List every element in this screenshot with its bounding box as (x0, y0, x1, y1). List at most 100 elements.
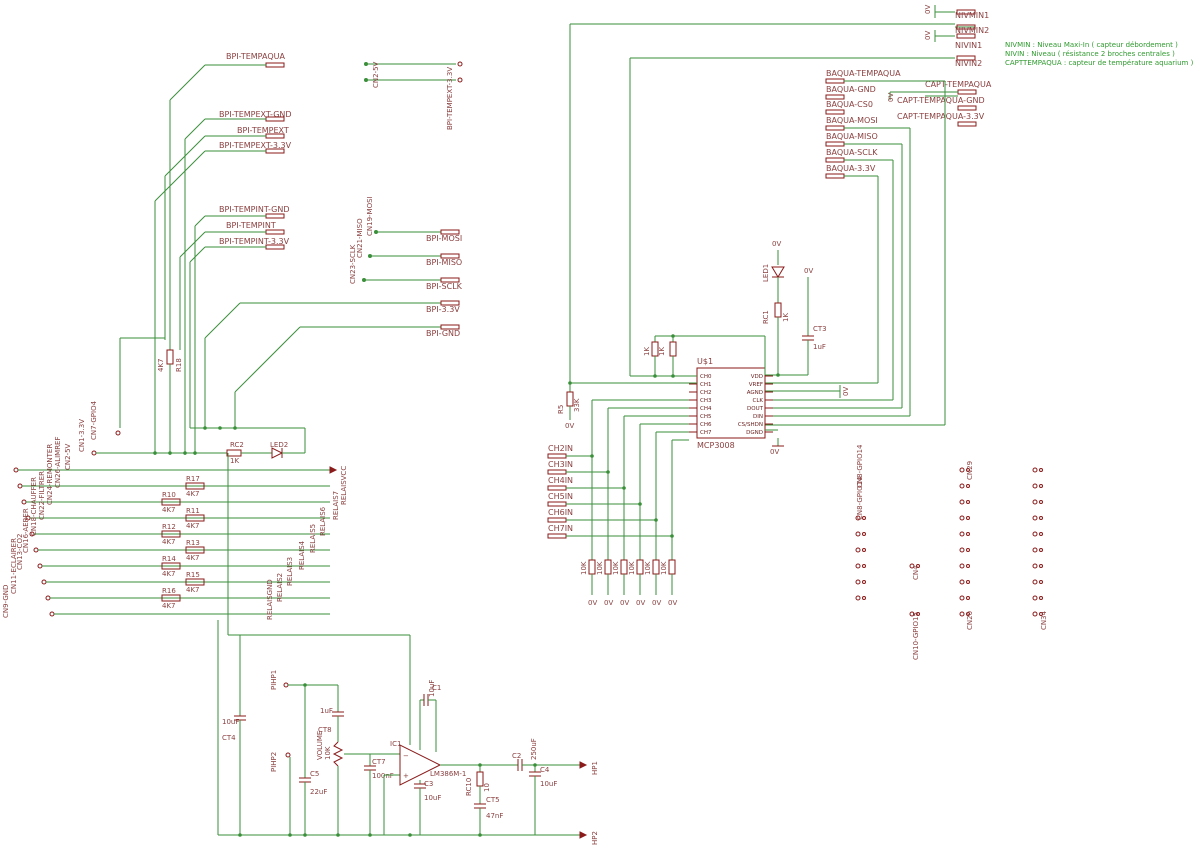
svg-text:10uF: 10uF (428, 680, 436, 697)
notes-block: NIVMIN : Niveau Maxi-In ( capteur débord… (1005, 41, 1194, 67)
svg-text:C2: C2 (512, 752, 521, 760)
svg-text:CN13-CO2: CN13-CO2 (16, 534, 24, 570)
svg-text:BPI-TEMPEXT-3.3V: BPI-TEMPEXT-3.3V (446, 67, 454, 130)
svg-text:CN21-MISO: CN21-MISO (356, 218, 364, 258)
adc-input-resistors: R5 33K 0V 1K 1K (557, 334, 766, 430)
net-baqua-gnd: BAQUA-GND (826, 85, 876, 94)
svg-text:1K: 1K (782, 313, 790, 322)
net-ch2in: CH2IN (548, 444, 573, 453)
svg-text:1K: 1K (658, 347, 666, 356)
adc-pin-ch3: CH3 (700, 398, 712, 404)
baqua-capt-labels: BAQUA-TEMPAQUA BAQUA-GND BAQUA-CS0 BAQUA… (825, 69, 992, 179)
led1-rc1-ct3: 0V LED1 RC1 1K 0V CT3 1uF 0V (762, 240, 827, 456)
svg-text:PIHP1: PIHP1 (270, 670, 278, 690)
svg-text:R5: R5 (557, 405, 565, 414)
net-bpi-tempext-33: BPI-TEMPEXT-3.3V (219, 141, 292, 150)
svg-text:CN8-GPIO14: CN8-GPIO14 (856, 476, 864, 520)
net-nivin1: NIVIN1 (955, 41, 982, 50)
gnd-label-2: 0V (924, 31, 932, 40)
svg-text:0V: 0V (620, 599, 629, 607)
adc-part: MCP3008 (697, 441, 735, 450)
svg-text:0V: 0V (636, 599, 645, 607)
svg-text:R13: R13 (186, 539, 200, 547)
svg-text:10K: 10K (660, 561, 668, 575)
svg-text:C5: C5 (310, 770, 319, 778)
svg-text:CN7-GPIO4: CN7-GPIO4 (90, 400, 98, 440)
svg-text:CN2-5V: CN2-5V (64, 443, 72, 470)
note-nivin: NIVIN : Niveau ( résistance 2 broches ce… (1005, 50, 1175, 58)
net-capt-tempaqua: CAPT-TEMPAQUA (925, 80, 992, 89)
svg-text:4K7: 4K7 (162, 602, 176, 610)
adc-pin-ch1: CH1 (700, 382, 711, 388)
svg-text:4K7: 4K7 (186, 522, 200, 530)
ch-inputs: CH2IN10K0VCH3IN10K0VCH4IN10K0VCH5IN10K0V… (547, 399, 689, 607)
svg-text:CN26-ALIMREF: CN26-ALIMREF (54, 436, 62, 488)
net-baqua-cs0: BAQUA-CS0 (826, 100, 873, 109)
svg-text:CT7: CT7 (372, 758, 386, 766)
svg-text:CT4: CT4 (222, 734, 236, 742)
net-bpi-tempext: BPI-TEMPEXT (237, 126, 289, 135)
adc-pin-vref: VREF (749, 382, 763, 388)
svg-text:CN18-CHAUFFER: CN18-CHAUFFER (30, 477, 38, 536)
svg-text:10K: 10K (324, 746, 332, 760)
svg-text:0V: 0V (772, 240, 781, 248)
svg-text:RELAIS7: RELAIS7 (332, 491, 340, 520)
svg-text:0V: 0V (668, 599, 677, 607)
spi-block: CN19-MOSI CN21-MISO CN23-SCLK BPI-MOSI B… (204, 196, 463, 428)
svg-text:CN10-GPIO15: CN10-GPIO15 (912, 612, 920, 660)
svg-text:10K: 10K (596, 561, 604, 575)
svg-text:10K: 10K (644, 561, 652, 575)
svg-text:R16: R16 (162, 587, 176, 595)
svg-text:0V: 0V (652, 599, 661, 607)
adc-bus-wires: 0V (765, 80, 946, 426)
adc-pin-agnd: AGND (747, 390, 763, 396)
svg-text:10uF: 10uF (424, 794, 441, 802)
svg-text:R15: R15 (186, 571, 200, 579)
net-bpi-tempint-gnd: BPI-TEMPINT-GND (219, 205, 290, 214)
net-baqua-33v: BAQUA-3.3V (826, 164, 876, 173)
svg-text:CN11-ECLAIRER: CN11-ECLAIRER (10, 538, 18, 594)
svg-text:PIHP2: PIHP2 (270, 752, 278, 772)
audio-amp: 10uF CT4 HP2 PIHP1 C5 22uF PIHP2 1uF CT8 (217, 453, 599, 845)
svg-text:RC10: RC10 (465, 778, 473, 796)
svg-text:4K7: 4K7 (157, 359, 165, 373)
svg-text:10K: 10K (580, 561, 588, 575)
net-bpi-tempaqua: BPI-TEMPAQUA (226, 52, 285, 61)
svg-text:22uF: 22uF (310, 788, 327, 796)
bpi-labels: BPI-TEMPAQUA BPI-TEMPEXT-GND BPI-TEMPEXT… (154, 52, 292, 455)
svg-text:1K: 1K (230, 457, 239, 465)
svg-text:RELAIS6: RELAIS6 (319, 506, 327, 536)
cn2-5v-block: CN2-5V BPI-TEMPEXT-3.3V (364, 61, 463, 130)
svg-text:4K7: 4K7 (186, 586, 200, 594)
svg-text:C4: C4 (540, 766, 550, 774)
svg-text:10K: 10K (628, 561, 636, 575)
net-nivin2: NIVIN2 (955, 59, 982, 68)
svg-text:0V: 0V (887, 93, 895, 102)
svg-text:10: 10 (483, 783, 491, 792)
svg-text:250uF: 250uF (530, 738, 538, 760)
note-capttempaqua: CAPTTEMPAQUA : capteur de température aq… (1005, 59, 1194, 67)
svg-text:C1: C1 (432, 684, 441, 692)
r18: 4K7 R18 (157, 349, 183, 455)
svg-text:CT3: CT3 (813, 325, 827, 333)
net-capt-tempaqua-33: CAPT-TEMPAQUA-3.3V (897, 112, 985, 121)
net-bpi-gnd: BPI-GND (426, 329, 460, 338)
svg-text:R12: R12 (162, 523, 176, 531)
adc-pin-ch7: CH7 (700, 430, 712, 436)
svg-text:CN2-5V: CN2-5V (372, 61, 380, 88)
svg-text:100nF: 100nF (372, 772, 394, 780)
svg-text:CN24-REMONTER: CN24-REMONTER (46, 444, 54, 505)
adc-pin-dgnd: DGND (746, 430, 763, 436)
led1-label: LED1 (762, 264, 770, 282)
net-ch6in: CH6IN (548, 508, 573, 517)
svg-text:IC1: IC1 (390, 740, 401, 748)
svg-text:RELAISGND: RELAISGND (266, 579, 274, 620)
net-nivmin1: NIVMIN1 (955, 11, 989, 20)
niv-labels: NIVMIN1 NIVMIN2 NIVIN1 NIVIN2 0V 0V (569, 5, 989, 383)
note-nivmin: NIVMIN : Niveau Maxi-In ( capteur débord… (1005, 41, 1178, 49)
svg-text:CN4: CN4 (912, 565, 920, 580)
